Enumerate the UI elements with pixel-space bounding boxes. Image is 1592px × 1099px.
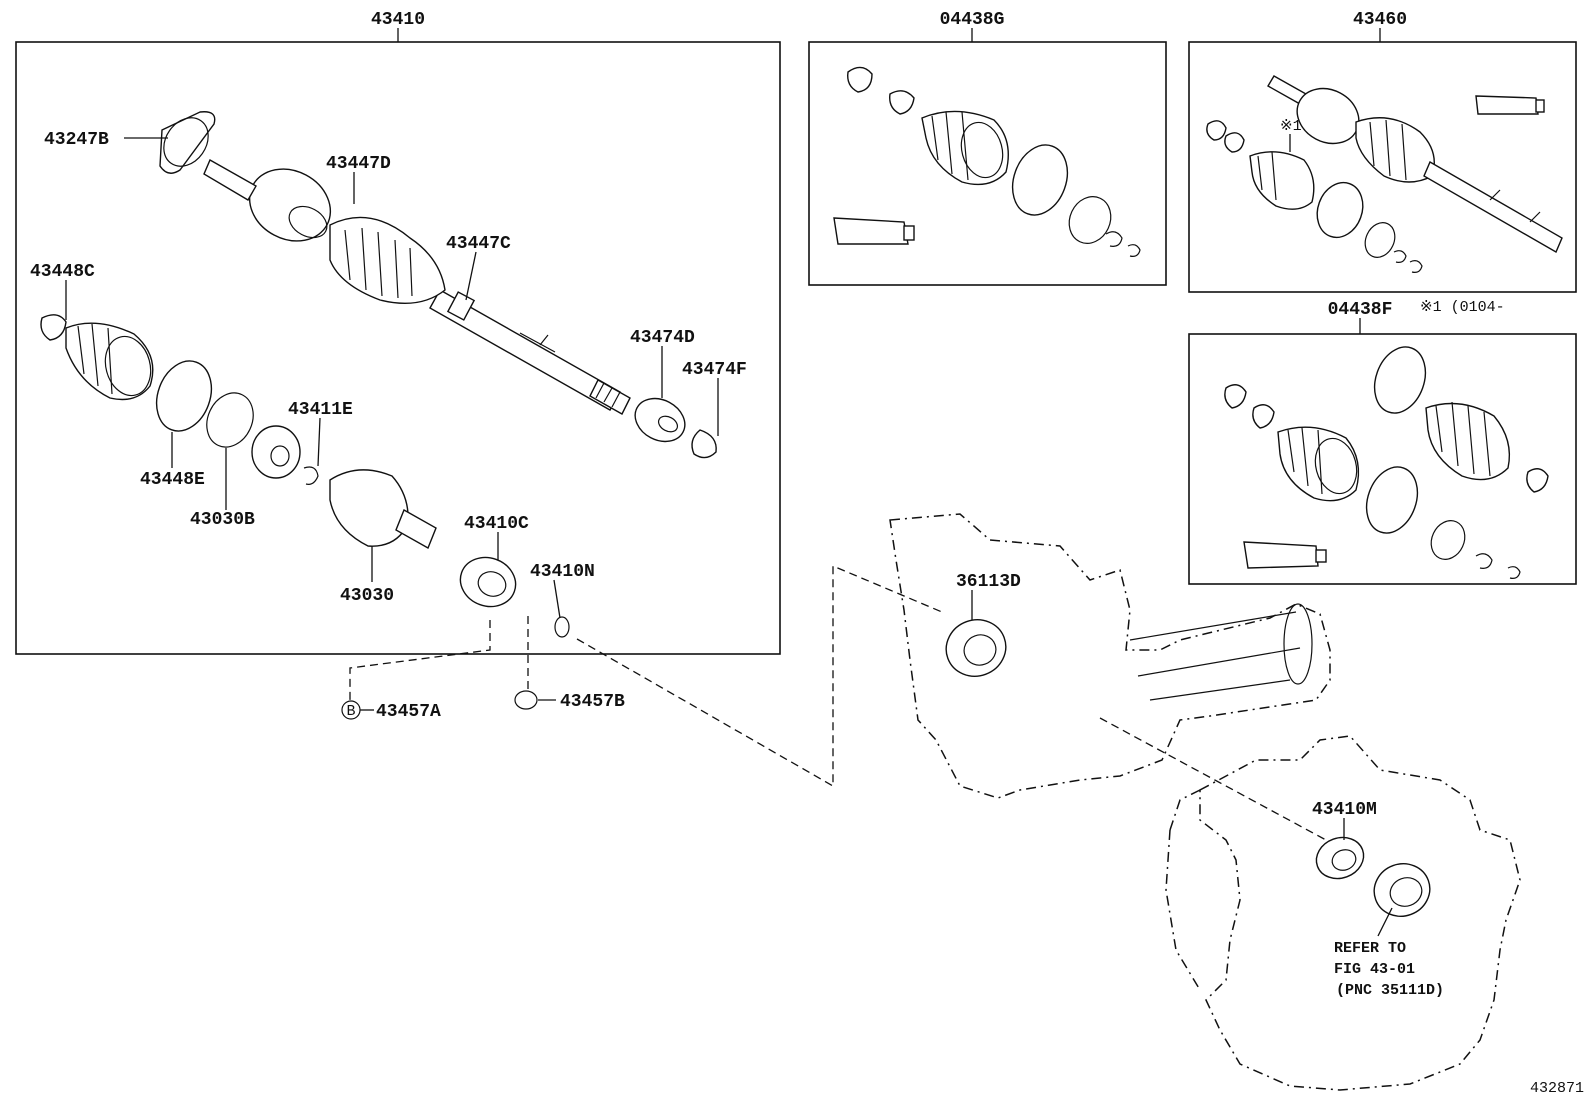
part-43448C: 43448C: [30, 262, 95, 282]
part-43447C: 43447C: [446, 234, 511, 254]
boot-kit-g-illustration: [833, 66, 1141, 257]
marker-letter: B: [346, 703, 355, 720]
part-43457B: 43457B: [560, 692, 625, 712]
dash-connector-43410M: [1099, 717, 1327, 841]
part-43474F: 43474F: [682, 360, 747, 380]
main-assembly-label: 43410: [371, 10, 425, 30]
transmission-case-illustration: [1165, 735, 1521, 1091]
part-43030B: 43030B: [190, 510, 255, 530]
part-43247B: 43247B: [44, 130, 109, 150]
other-shaft-box: [1188, 41, 1577, 293]
refer-note-line1: REFER TO: [1334, 940, 1406, 957]
other-shaft-illustration: [1206, 75, 1563, 273]
o-ring-43457B: [514, 690, 538, 710]
refer-note-line2: FIG 43-01: [1334, 961, 1415, 978]
differential-case-illustration: [889, 513, 1331, 799]
mark-on-boot: ※1: [1280, 118, 1302, 135]
diagram-id: 432871: [1530, 1080, 1584, 1097]
part-43447D: 43447D: [326, 154, 391, 174]
part-43410C: 43410C: [464, 514, 529, 534]
boot-kit-g-label: 04438G: [940, 10, 1005, 30]
part-36113D: 36113D: [956, 572, 1021, 592]
dash-leader-43457A: [349, 620, 491, 700]
mark-note: ※1 (0104- ): [1420, 299, 1592, 316]
part-43410M: 43410M: [1312, 800, 1377, 820]
part-43410N: 43410N: [530, 562, 595, 582]
other-shaft-label: 43460: [1353, 10, 1407, 30]
part-43474D: 43474D: [630, 328, 695, 348]
drive-shaft-illustration: [40, 111, 717, 638]
main-leader-lines: [65, 137, 719, 619]
part-43448E: 43448E: [140, 470, 205, 490]
part-43457A: 43457A: [376, 702, 441, 722]
dash-connector-main: [576, 565, 943, 788]
part-43411E: 43411E: [288, 400, 353, 420]
boot-kit-g-box: [808, 41, 1167, 286]
boot-kit-f-label: 04438F: [1328, 300, 1393, 320]
boot-kit-f-box: [1188, 333, 1577, 585]
boot-kit-f-illustration: [1224, 346, 1549, 579]
part-43030: 43030: [340, 586, 394, 606]
refer-note-line3: (PNC 35111D): [1336, 982, 1444, 999]
